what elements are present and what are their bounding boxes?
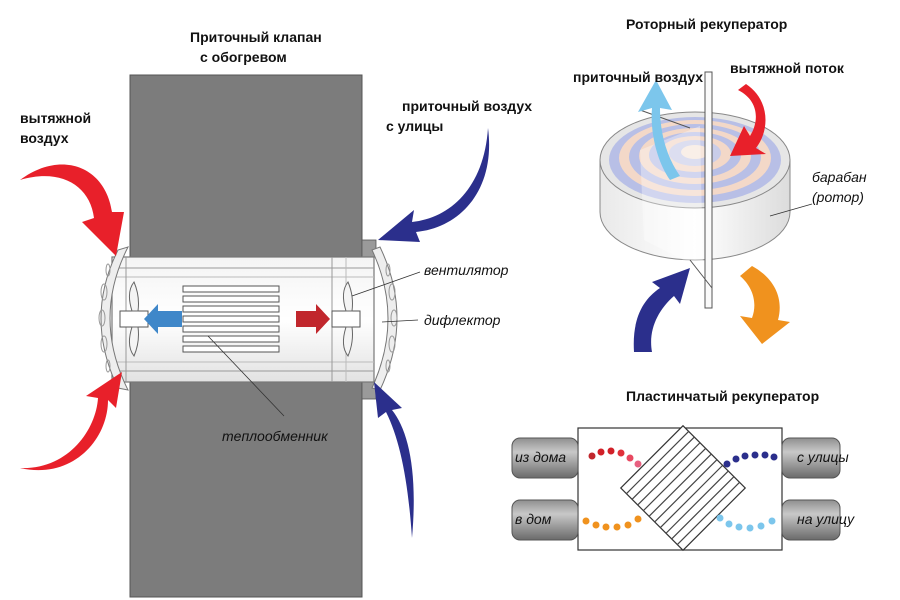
pipe-from-street (781, 437, 841, 479)
warm-flow-dots (588, 447, 642, 468)
plate-title: Пластинчатый рекуператор (626, 388, 820, 404)
rotary-exhaust-label: вытяжной поток (730, 60, 844, 76)
valve-title-line1: Приточный клапан (190, 29, 322, 45)
diffuser-label: дифлектор (424, 312, 501, 328)
pipe-into-house (511, 499, 579, 541)
rotor-divider-plate (639, 71, 713, 309)
into-house-flow-dots (582, 515, 642, 531)
fan-right (331, 281, 361, 357)
heat-exchanger-label: теплообменник (222, 428, 328, 444)
fan-left (119, 281, 149, 357)
supply-air-label-line2: с улицы (386, 118, 444, 134)
drum-label-line2: (ротор) (812, 189, 864, 205)
fan-label: вентилятор (424, 262, 509, 278)
valve-title-line2: с обогревом (200, 49, 287, 65)
plate-recuperator (511, 424, 841, 552)
supply-air-label-line1: приточный воздух (402, 98, 533, 114)
exhaust-air-label-line2: воздух (20, 130, 69, 146)
from-house-label: из дома (515, 449, 567, 465)
cold-flow-dots (723, 451, 778, 468)
exhaust-arrow-top (20, 164, 124, 256)
diffuser-right (371, 246, 398, 391)
heat-exchanger-plates (182, 285, 280, 353)
rotary-supply-in-arrow (633, 268, 690, 352)
plate-exchanger-core (619, 424, 747, 552)
rotary-supply-label: приточный воздух (573, 69, 704, 85)
into-house-label: в дом (515, 511, 552, 527)
rotary-supply-out-arrow (638, 80, 680, 180)
wall-upper (129, 74, 363, 258)
drum-label-line1: барабан (812, 169, 867, 185)
red-airflow-arrow (296, 304, 330, 334)
supply-arrow-bottom (374, 382, 414, 538)
rotary-title: Роторный рекуператор (626, 16, 788, 32)
exhaust-air-label-line1: вытяжной (20, 110, 92, 126)
pipe-from-house (511, 437, 579, 479)
pipe-to-street (781, 499, 841, 541)
to-street-label: на улицу (797, 511, 855, 527)
rotary-exhaust-in-arrow (730, 84, 766, 156)
to-street-flow-dots (716, 514, 776, 532)
rotary-exhaust-out-arrow (740, 266, 790, 344)
supply-arrow-top (378, 128, 490, 242)
blue-airflow-arrow (144, 304, 182, 334)
from-street-label: с улицы (797, 449, 849, 465)
wall-lower (129, 381, 363, 598)
exhaust-arrow-bottom (20, 372, 122, 471)
